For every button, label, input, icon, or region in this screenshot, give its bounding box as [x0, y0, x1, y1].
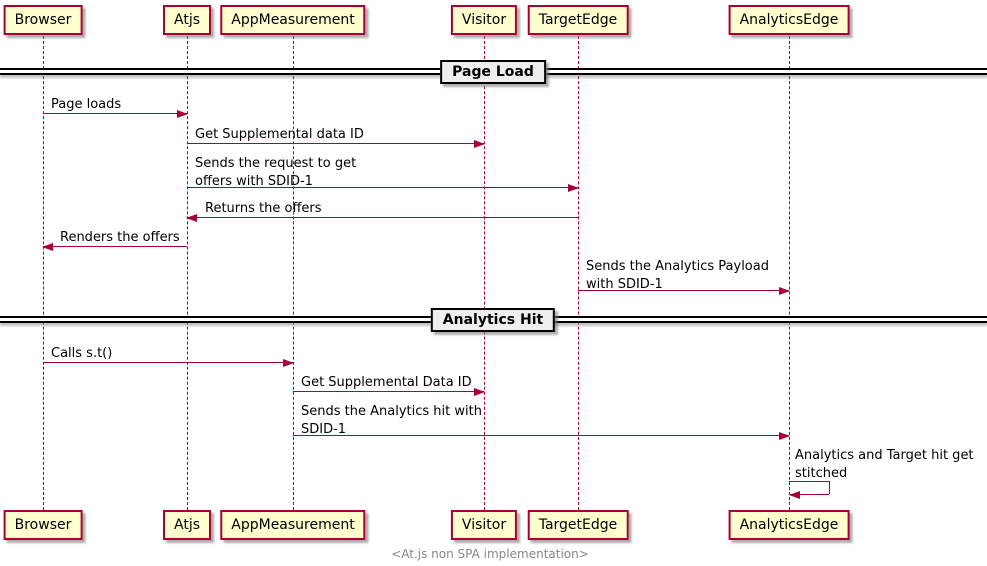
arrowhead-right-icon [283, 358, 294, 367]
participant-analyticsedge-bottom: AnalyticsEdge [728, 510, 850, 541]
participant-appmeasurement-bottom: AppMeasurement [220, 510, 366, 541]
self-message-loop-right [829, 481, 830, 494]
message-arrow [43, 358, 294, 367]
participant-visitor-bottom: Visitor [450, 510, 518, 541]
arrowhead-right-icon [474, 139, 485, 148]
message-label: Sends the Analytics hit with SDID-1 [301, 404, 482, 437]
message-arrow [578, 286, 790, 295]
divider-page-load-label: Page Load [440, 60, 546, 84]
message-label: Analytics and Target hit get stitched [795, 448, 974, 481]
message-arrow [293, 431, 790, 440]
message-arrow [187, 139, 485, 148]
participant-appmeasurement-top: AppMeasurement [220, 5, 366, 36]
message-arrow [186, 213, 578, 222]
message-label: Page loads [51, 97, 122, 112]
participant-visitor-top: Visitor [450, 5, 518, 36]
arrowhead-left-icon [789, 490, 800, 499]
participant-browser-bottom: Browser [3, 510, 83, 541]
message-label: Renders the offers [60, 230, 180, 245]
footer-note: <At.js non SPA implementation> [391, 547, 589, 561]
participant-atjs-bottom: Atjs [162, 510, 212, 541]
message-label: Sends the request to get offers with SDI… [195, 156, 357, 189]
participant-analyticsedge-top: AnalyticsEdge [728, 5, 850, 36]
arrowhead-right-icon [474, 387, 485, 396]
arrowhead-right-icon [177, 109, 188, 118]
lifeline-visitor [484, 36, 485, 510]
self-message-loop-bottom [789, 490, 829, 499]
lifeline-analyticsedge [789, 36, 790, 510]
arrowhead-right-icon [779, 431, 790, 440]
lifeline-browser [43, 36, 44, 510]
message-label: Calls s.t() [51, 346, 113, 361]
message-arrow [187, 183, 579, 192]
self-message-loop-top [789, 481, 829, 482]
message-arrow [43, 109, 188, 118]
lifeline-appmeasurement [293, 36, 294, 510]
lifeline-targetedge [578, 36, 579, 510]
participant-targetedge-bottom: TargetEdge [527, 510, 629, 541]
message-label: Returns the offers [205, 201, 322, 216]
arrowhead-left-icon [42, 242, 53, 251]
message-label: Get Supplemental Data ID [301, 375, 472, 390]
message-arrow [42, 242, 187, 251]
participant-atjs-top: Atjs [162, 5, 212, 36]
participant-targetedge-top: TargetEdge [527, 5, 629, 36]
lifeline-atjs [187, 36, 188, 510]
participant-browser-top: Browser [3, 5, 83, 36]
message-label: Sends the Analytics Payload with SDID-1 [586, 259, 769, 292]
arrowhead-right-icon [779, 286, 790, 295]
arrowhead-right-icon [568, 183, 579, 192]
message-arrow [293, 387, 485, 396]
divider-analytics-hit-label: Analytics Hit [430, 308, 556, 332]
message-label: Get Supplemental data ID [195, 127, 364, 142]
arrowhead-left-icon [186, 213, 197, 222]
